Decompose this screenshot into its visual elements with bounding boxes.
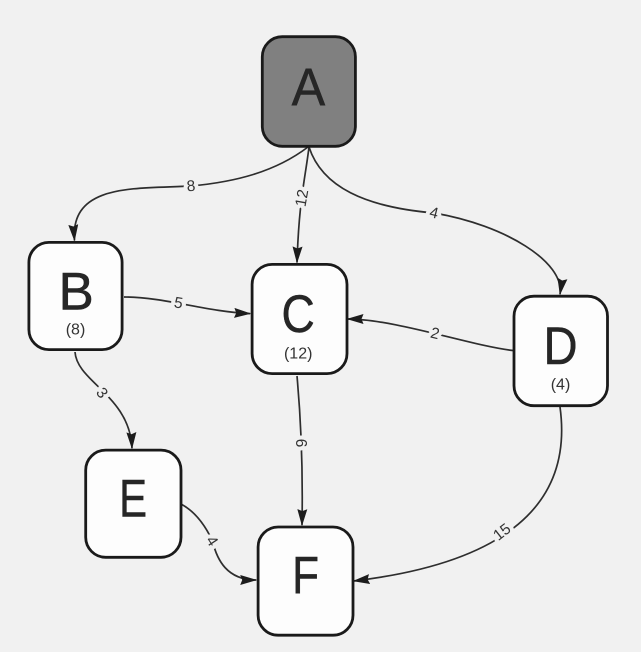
svg-text:(12): (12)	[284, 346, 312, 363]
svg-text:(4): (4)	[551, 377, 571, 394]
svg-text:9: 9	[294, 439, 311, 448]
svg-text:D: D	[543, 317, 577, 376]
svg-text:A: A	[292, 57, 326, 116]
svg-text:E: E	[119, 470, 147, 529]
svg-text:C: C	[282, 284, 315, 344]
svg-text:12: 12	[293, 188, 313, 208]
svg-text:B: B	[59, 263, 94, 322]
svg-text:(8): (8)	[66, 322, 86, 339]
svg-text:F: F	[292, 547, 319, 606]
svg-text:8: 8	[186, 178, 196, 196]
